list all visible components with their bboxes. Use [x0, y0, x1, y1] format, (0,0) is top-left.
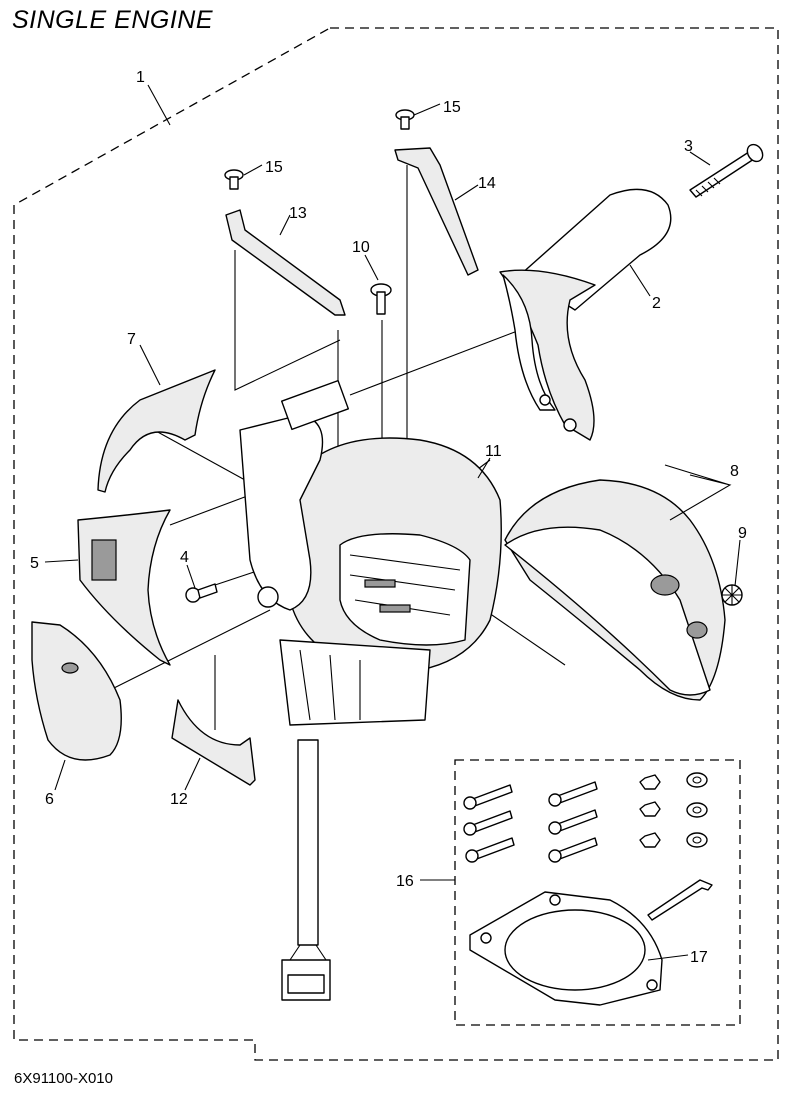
part-16-hardware-kit	[463, 772, 713, 921]
callout-16: 16	[396, 873, 414, 890]
harness-cable	[281, 739, 331, 1001]
part-6-front-cover	[31, 621, 122, 761]
part-12-bracket	[171, 699, 256, 786]
callout-leaders	[44, 84, 741, 961]
part-10-screw	[370, 283, 392, 315]
callout-17: 17	[690, 949, 708, 966]
callout-6: 6	[45, 791, 54, 808]
callout-8: 8	[730, 463, 739, 480]
part-15-screw-left	[224, 169, 244, 190]
kit-hex-key	[647, 879, 713, 921]
kit-washers	[686, 772, 708, 848]
part-6-port	[61, 662, 79, 674]
diagram-title: SINGLE ENGINE	[12, 6, 213, 34]
callout-10: 10	[352, 239, 370, 256]
assembly-boundary	[13, 27, 779, 1061]
part-7-side-cover	[97, 369, 216, 493]
kit-screws-right	[548, 781, 598, 863]
callout-3: 3	[684, 138, 693, 155]
callout-13: 13	[289, 205, 307, 222]
callout-15-left: 15	[265, 159, 283, 176]
kit-nuts	[639, 774, 661, 848]
callout-14: 14	[478, 175, 496, 192]
part-2-lever-cover	[499, 188, 672, 441]
callout-1: 1	[136, 69, 145, 86]
hardware-kit-boundary	[454, 759, 741, 1026]
part-8-top-cover	[504, 479, 726, 701]
part-13-trim-bar	[225, 209, 346, 316]
callout-numbers: 1 2 3 4 5 6 7 8 9 10 11 12 13 14 15 15 1…	[30, 69, 747, 966]
callout-7: 7	[127, 331, 136, 348]
part-5-window	[91, 539, 117, 581]
callout-2: 2	[652, 295, 661, 312]
callout-12: 12	[170, 791, 188, 808]
callout-9: 9	[738, 525, 747, 542]
kit-screws-left	[463, 784, 515, 863]
part-5-side-panel	[77, 509, 171, 666]
callout-15-right: 15	[443, 99, 461, 116]
drawing-code: 6X91100-X010	[14, 1070, 113, 1087]
part-15-screw-right	[395, 109, 415, 130]
callout-11: 11	[485, 443, 502, 460]
part-4-screw	[185, 583, 218, 603]
part-17-gasket	[469, 891, 663, 1006]
part-14-trim-bar	[394, 147, 479, 276]
callout-5: 5	[30, 555, 39, 572]
part-9-star-cap	[721, 584, 743, 606]
main-control-housing	[239, 379, 502, 726]
part-3-bolt	[689, 143, 764, 198]
callout-4: 4	[180, 549, 189, 566]
